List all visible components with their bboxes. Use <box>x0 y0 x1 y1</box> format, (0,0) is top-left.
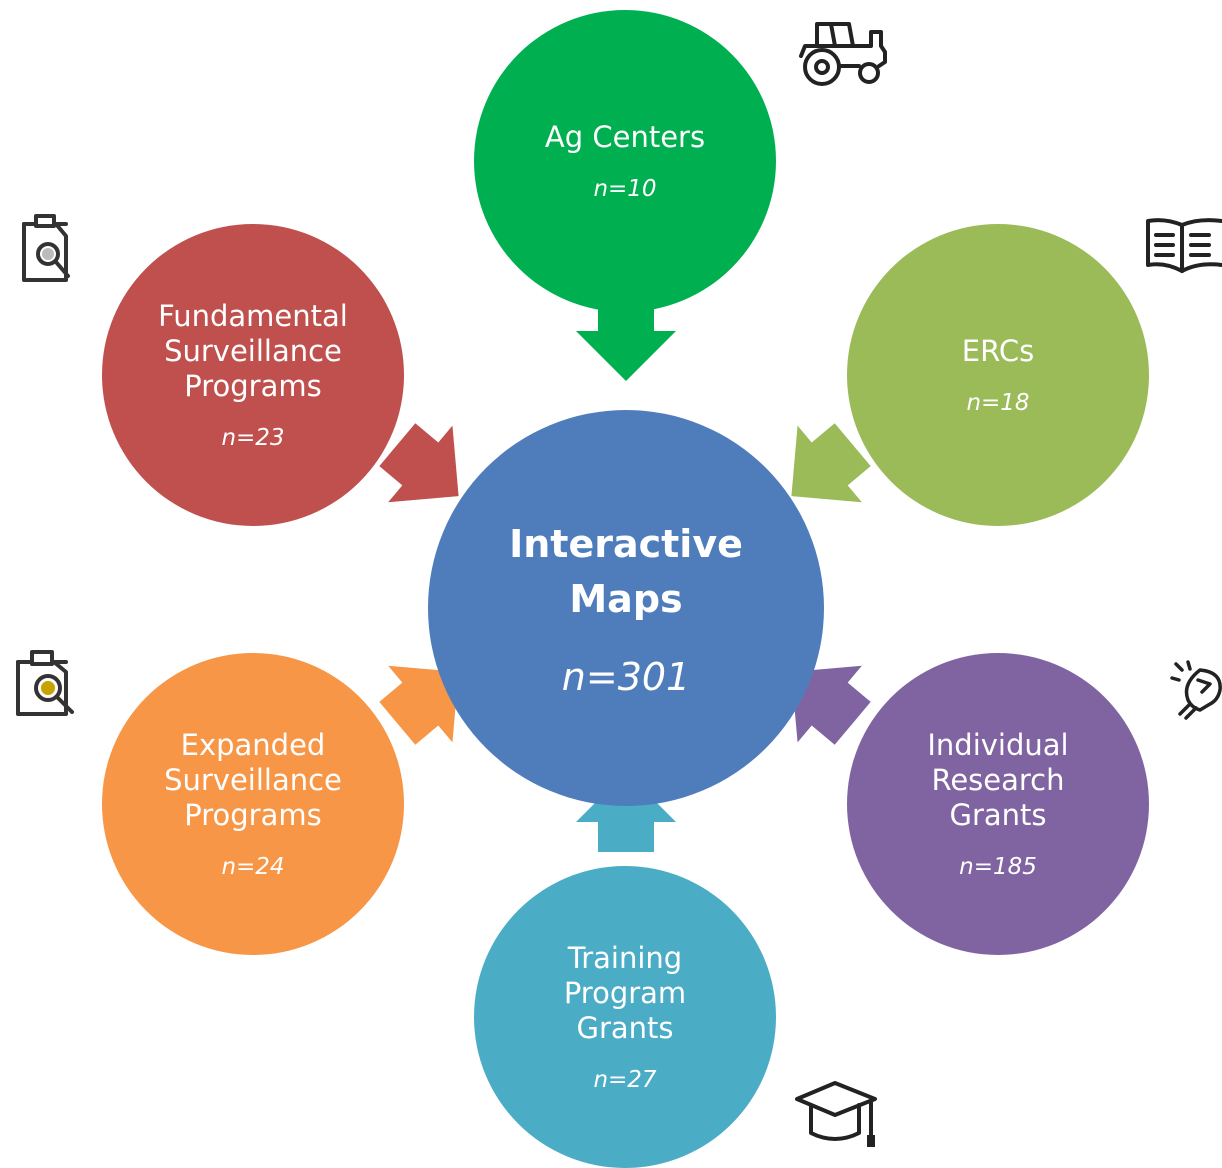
node-count: n=27 <box>593 1067 657 1093</box>
node-ercs: ERCs n=18 <box>847 224 1149 526</box>
arrow-ag-centers <box>576 301 676 381</box>
node-count: n=185 <box>959 854 1037 880</box>
clipboard-magnifier-icon <box>16 650 74 716</box>
node-count: n=23 <box>221 425 285 451</box>
arrow-training <box>576 772 676 852</box>
arrow-expanded <box>379 665 459 745</box>
node-title: Fundamental Surveillance Programs <box>158 299 348 403</box>
clipboard-magnifier-icon <box>22 214 70 282</box>
node-title: ERCs <box>961 334 1035 368</box>
hub-count: n=301 <box>561 655 691 699</box>
node-count: n=18 <box>966 390 1030 416</box>
node-count: n=10 <box>593 176 657 202</box>
lightbulb-idea-icon <box>1170 660 1222 720</box>
graduation-cap-icon <box>795 1081 877 1147</box>
node-title: Individual Research Grants <box>927 728 1069 832</box>
node-count: n=24 <box>221 854 285 880</box>
arrow-ercs <box>791 423 871 503</box>
node-title: Ag Centers <box>544 120 706 154</box>
hub-title: Interactive Maps <box>509 522 743 621</box>
node-expanded-surveillance: Expanded Surveillance Programs n=24 <box>102 653 404 955</box>
open-book-icon <box>1146 218 1222 273</box>
node-title: Expanded Surveillance Programs <box>164 728 342 832</box>
node-ag-centers: Ag Centers n=10 <box>474 10 776 312</box>
arrow-fundamental <box>379 423 459 503</box>
node-individual-research: Individual Research Grants n=185 <box>847 653 1149 955</box>
arrow-individual <box>791 665 871 745</box>
node-training-program: Training Program Grants n=27 <box>474 866 776 1168</box>
tractor-icon <box>799 22 887 86</box>
node-title: Training Program Grants <box>563 941 687 1045</box>
hub-node: Interactive Maps n=301 <box>428 410 824 806</box>
node-fundamental-surveillance: Fundamental Surveillance Programs n=23 <box>102 224 404 526</box>
